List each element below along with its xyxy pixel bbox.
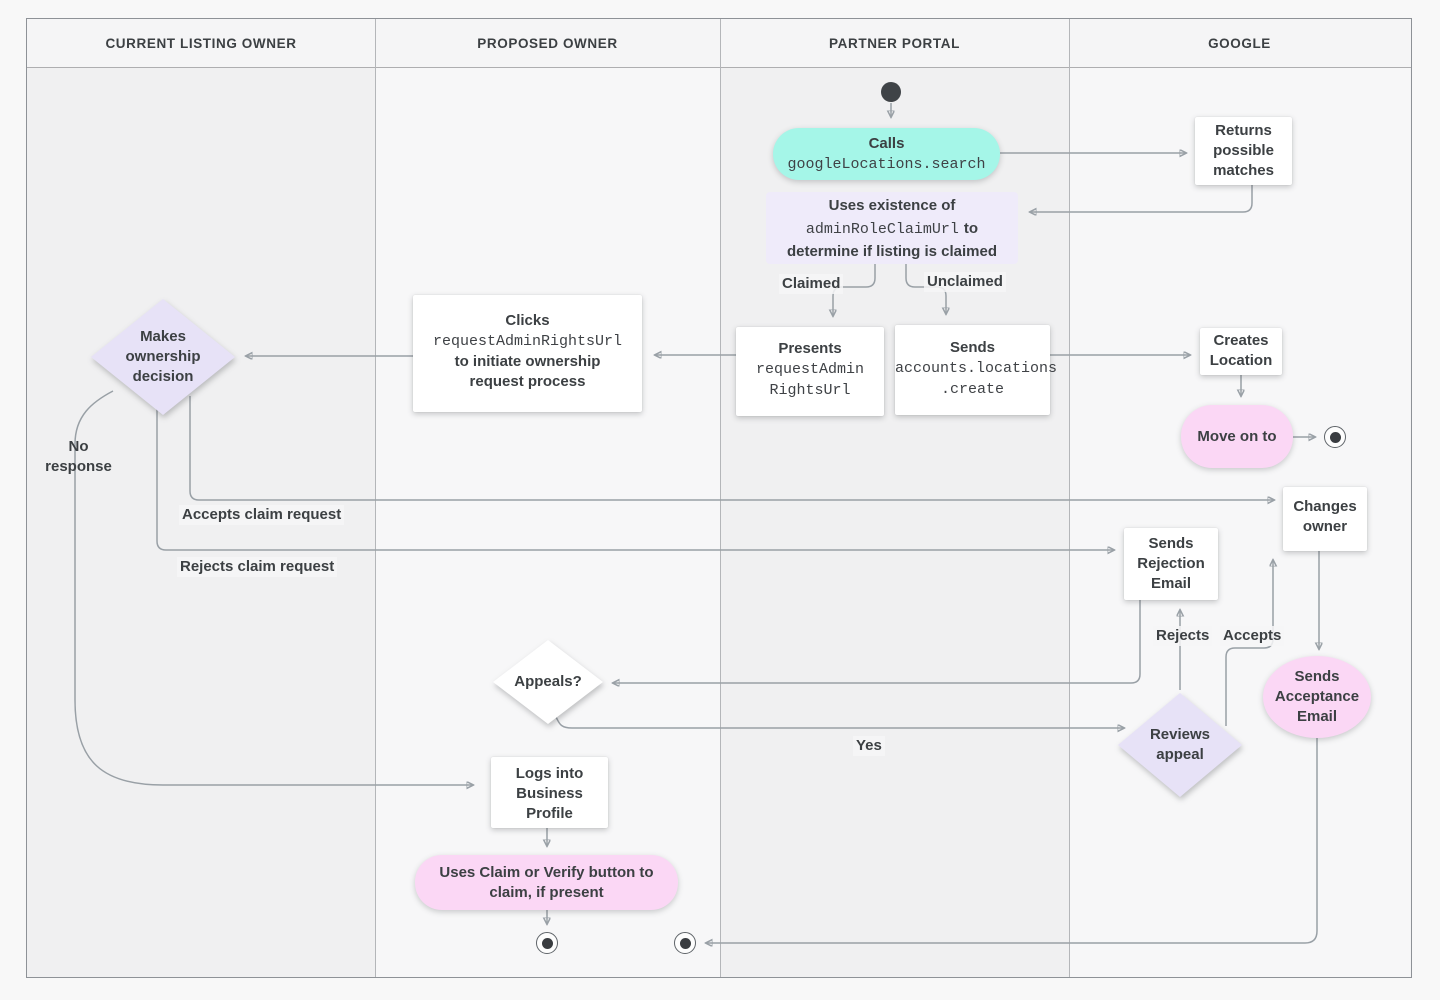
unclaimed-edge-label: Unclaimed	[924, 272, 1006, 292]
ownership-decision-label: Makes ownership decision	[125, 328, 201, 385]
no-response-edge-label: No response	[45, 438, 112, 475]
diagram-frame: CURRENT LISTING OWNER PROPOSED OWNER PAR…	[26, 18, 1412, 978]
edge-rejects-claim	[156, 406, 1114, 550]
edge-rejection-to-appeals	[613, 600, 1141, 683]
claim-or-verify-node: Uses Claim or Verify button to claim, if…	[415, 855, 678, 910]
sends-acceptance-label: Sends Acceptance Email	[1274, 668, 1360, 725]
end-node-claim-flow	[536, 932, 558, 954]
yes-edge-label: Yes	[853, 736, 885, 756]
accepts-claim-request-edge-label: Accepts claim request	[179, 505, 345, 525]
lane-divider-1	[375, 19, 376, 977]
sends-create-title: Sends	[949, 339, 995, 356]
end-node-dot	[1329, 431, 1341, 443]
lane-header-current-listing-owner: CURRENT LISTING OWNER	[105, 36, 297, 51]
presents-title: Presents	[778, 340, 842, 357]
calls-title: Calls	[868, 134, 905, 152]
clicks-code: requestAdminRightsUrl	[432, 333, 623, 350]
clicks-request-admin-rights-url-node: Clicks requestAdminRightsUrl to initiate…	[413, 295, 642, 412]
uses-existence-line3: determine if listing is claimed	[786, 243, 998, 260]
rejects-claim-request-edge-label: Rejects claim request	[177, 557, 338, 577]
move-on-label: Move on to	[1197, 427, 1277, 445]
lane-header-strip	[27, 19, 1411, 68]
end-node-dot	[541, 937, 553, 949]
rejects-edge-label: Rejects	[1153, 626, 1213, 646]
clicks-title: Clicks	[505, 312, 550, 329]
creates-location-node: Creates Location	[1200, 328, 1282, 375]
appeals-label: Appeals?	[514, 673, 582, 690]
accepts-edge-label: Accepts	[1220, 626, 1285, 646]
end-node-dot	[679, 937, 691, 949]
clicks-line3: to initiate ownership request process	[454, 353, 601, 390]
claimed-edge-label: Claimed	[779, 274, 844, 294]
edge-no-response	[74, 390, 473, 785]
lane-current-listing-owner	[27, 19, 375, 977]
uses-existence-line2-suffix: to	[963, 220, 979, 237]
lane-divider-2	[720, 19, 721, 977]
end-node-acceptance-flow	[674, 932, 696, 954]
appeals-decision-node: Appeals?	[493, 640, 603, 724]
sends-acceptance-email-node: Sends Acceptance Email	[1263, 656, 1371, 738]
sends-accounts-locations-create-node: Sends accounts.locations .create	[895, 325, 1058, 415]
logs-into-business-profile-node: Logs into Business Profile	[491, 757, 608, 828]
lane-header-partner-portal: PARTNER PORTAL	[829, 36, 960, 51]
reviews-appeal-label: Reviews appeal	[1149, 726, 1211, 763]
lane-header-google: GOOGLE	[1208, 36, 1271, 51]
reviews-appeal-decision-node: Reviews appeal	[1118, 693, 1242, 797]
start-node	[881, 82, 901, 102]
edge-returns-to-uses	[1030, 185, 1253, 212]
changes-owner-node: Changes owner	[1283, 487, 1367, 551]
edge-appeals-yes-to-reviews	[551, 711, 1124, 728]
makes-ownership-decision-node: Makes ownership decision	[91, 299, 235, 415]
presents-request-admin-rights-url-node: Presents requestAdmin RightsUrl	[736, 327, 884, 416]
presents-code: requestAdmin RightsUrl	[755, 361, 865, 399]
lane-divider-3	[1069, 19, 1070, 977]
returns-possible-matches-node: Returns possible matches	[1195, 117, 1292, 185]
move-on-to-node: Move on to	[1181, 405, 1293, 468]
sends-rejection-email-node: Sends Rejection Email	[1124, 528, 1218, 600]
edge-acceptance-to-end	[706, 738, 1318, 943]
lane-header-proposed-owner: PROPOSED OWNER	[477, 36, 618, 51]
sends-create-code: accounts.locations .create	[895, 360, 1058, 398]
calls-google-locations-search-node: Calls googleLocations.search	[773, 128, 1000, 180]
claim-or-verify-label: Uses Claim or Verify button to claim, if…	[439, 863, 654, 901]
uses-existence-code: adminRoleClaimUrl	[805, 221, 959, 238]
calls-code: googleLocations.search	[787, 155, 986, 173]
end-node-create-flow	[1324, 426, 1346, 448]
uses-existence-line1: Uses existence of	[828, 197, 956, 214]
edge-accepts-claim	[189, 396, 1274, 500]
